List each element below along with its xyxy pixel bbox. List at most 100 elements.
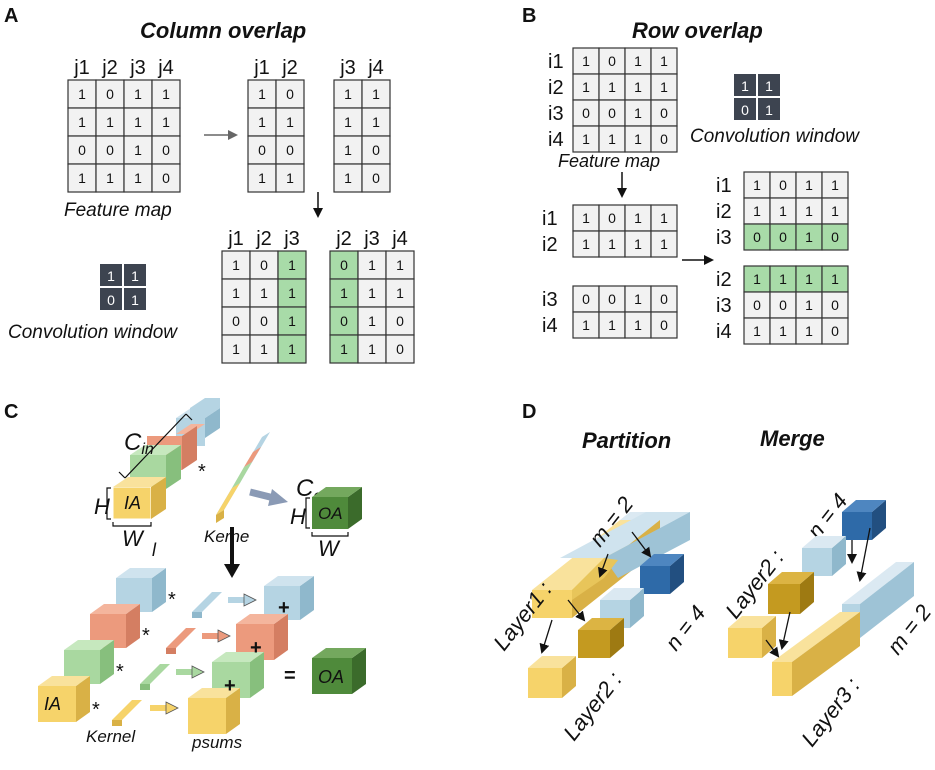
a-mright-cell-value: 1 xyxy=(396,257,404,273)
panel-c: C Cin H IA W xyxy=(4,398,366,752)
b-full-cell-value: 1 xyxy=(634,79,642,95)
kerne-label: Kerne xyxy=(204,527,249,546)
b-window-cell xyxy=(758,98,780,120)
a-mleft-col-label: j3 xyxy=(283,228,300,250)
b-mtop-cell-value: 0 xyxy=(831,229,839,245)
a-mright-cell xyxy=(357,250,387,280)
a-full-cell xyxy=(67,163,97,193)
a-mleft-cell-value: 1 xyxy=(260,285,268,301)
a-right-cell-value: 1 xyxy=(372,86,380,102)
a-right-cell xyxy=(361,135,391,165)
b-bot-cell-value: 1 xyxy=(582,317,590,333)
a-full-col-label: j1 xyxy=(73,57,90,79)
a-right-cell-value: 0 xyxy=(372,170,380,186)
conv-star-3: * xyxy=(116,661,124,683)
a-full-cell-value: 1 xyxy=(162,114,170,130)
a-full-cell-value: 1 xyxy=(78,170,86,186)
a-window-cell xyxy=(124,264,146,286)
a-full-cell-value: 1 xyxy=(134,114,142,130)
a-mright-cell-value: 1 xyxy=(368,285,376,301)
b-mtop-cell xyxy=(795,197,823,225)
a-right-cell xyxy=(333,135,363,165)
a-left-cell-value: 0 xyxy=(286,86,294,102)
oa-tensor-top xyxy=(312,487,362,529)
a-mright-col-label: j3 xyxy=(363,228,380,250)
panel-a-title: Column overlap xyxy=(140,18,306,43)
b-full-row-label: i2 xyxy=(548,77,564,99)
ia-label-bottom: IA xyxy=(44,694,61,714)
b-window-cell xyxy=(758,74,780,96)
b-mtop-cell xyxy=(769,197,797,225)
b-mbot-row-label: i3 xyxy=(716,295,732,317)
b-mtop-cell-value: 0 xyxy=(779,229,787,245)
a-mleft-cell xyxy=(221,250,251,280)
psums-label: psums xyxy=(191,733,243,752)
b-feature-map-label: Feature map xyxy=(558,151,660,171)
b-full-cell xyxy=(598,99,626,127)
a-mleft-cell-value: 1 xyxy=(288,313,296,329)
ia-h-label: H xyxy=(94,494,110,519)
b-bot-cell-value: 1 xyxy=(634,317,642,333)
panel-d: D Partition Merge Layer1 : m = 2 xyxy=(488,401,935,751)
a-mleft-col-label: j1 xyxy=(227,228,244,250)
b-mtop-cell-value: 1 xyxy=(831,177,839,193)
a-mleft-cell-value: 0 xyxy=(260,313,268,329)
b-full-cell-value: 0 xyxy=(608,105,616,121)
to-oa-arrow xyxy=(249,488,275,502)
b-window-cell xyxy=(734,98,756,120)
b-full-cell-value: 1 xyxy=(634,131,642,147)
a-window-label: Convolution window xyxy=(8,322,178,343)
psum-arrows xyxy=(150,593,257,715)
b-full-cell xyxy=(650,125,678,153)
partition-title: Partition xyxy=(582,428,671,453)
kernel-label: Kernel xyxy=(86,727,136,746)
b-bot-cell xyxy=(572,285,600,313)
a-left-cell-value: 1 xyxy=(258,114,266,130)
a-right-cell-value: 1 xyxy=(344,114,352,130)
psum-boxes xyxy=(188,576,314,734)
conv-star-2: * xyxy=(142,625,150,647)
conv-star-4: * xyxy=(92,699,100,721)
b-full-cell-value: 1 xyxy=(660,79,668,95)
a-full-cell xyxy=(95,107,125,137)
partition-layer1-bar xyxy=(532,512,690,618)
b-full-row-label: i1 xyxy=(548,51,564,73)
a-left-col-label: j2 xyxy=(281,57,298,79)
a-mleft-cell xyxy=(277,334,307,364)
b-full-cell-value: 1 xyxy=(634,105,642,121)
a-full-cell-value: 0 xyxy=(162,170,170,186)
a-full-cell-value: 1 xyxy=(134,170,142,186)
b-bot-row-label: i4 xyxy=(542,315,558,337)
a-mright-cell-value: 1 xyxy=(340,285,348,301)
a-window-cell-value: 1 xyxy=(131,268,139,284)
b-top-cell xyxy=(650,204,678,232)
b-top-cell-value: 1 xyxy=(660,236,668,252)
b-top-row-label: i1 xyxy=(542,208,558,230)
b-mbot-cell-value: 1 xyxy=(805,323,813,339)
b-full-row-label: i3 xyxy=(548,103,564,125)
b-full-cell-value: 1 xyxy=(582,131,590,147)
a-mleft-cell-value: 0 xyxy=(232,313,240,329)
a-mright-cell xyxy=(385,306,415,336)
b-bot-cell xyxy=(624,311,652,339)
b-mtop-cell-value: 1 xyxy=(831,203,839,219)
plus-3: + xyxy=(224,675,236,697)
a-right-col-label: j3 xyxy=(339,57,356,79)
b-bot-cell-value: 0 xyxy=(660,317,668,333)
b-full-cell-value: 1 xyxy=(660,53,668,69)
b-full-cell xyxy=(624,99,652,127)
a-mleft-cell-value: 1 xyxy=(288,285,296,301)
merge-gold xyxy=(768,572,814,614)
a-mright-cell xyxy=(329,334,359,364)
b-mtop-cell-value: 1 xyxy=(805,203,813,219)
plus-1: + xyxy=(278,597,290,619)
ia-tensor xyxy=(112,398,220,520)
